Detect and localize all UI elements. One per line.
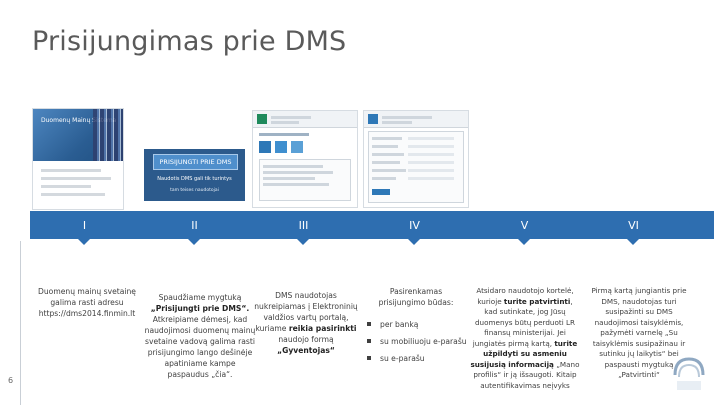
portal-tile[interactable] bbox=[275, 141, 287, 153]
login-method-mobile-signature: su mobiliuoju e-parašu bbox=[366, 333, 467, 350]
step-3: III bbox=[303, 211, 304, 239]
portal-header bbox=[253, 111, 357, 128]
step-3-description: DMS naudotojas nukreipiamas į Elektronin… bbox=[250, 290, 362, 356]
step-2-rest: Atkreipiame dėmesį, kad naudojimosi duom… bbox=[145, 315, 256, 379]
login-methods-list: per banką su mobiliuoju e-parašu su e-pa… bbox=[366, 316, 467, 367]
step-2-bold: „Prisijungti prie DMS“. bbox=[151, 304, 250, 313]
login-note-line2: tam teises naudotojai bbox=[144, 188, 245, 193]
step-1-label: I bbox=[83, 219, 86, 232]
step-3-pointer bbox=[297, 239, 309, 245]
step-6: VI bbox=[633, 211, 634, 239]
cpva-logo-icon bbox=[671, 355, 707, 395]
step-5: V bbox=[524, 211, 525, 239]
step-1-pointer bbox=[78, 239, 90, 245]
step-1-text2: galima rasti adresu bbox=[28, 297, 146, 308]
step-4: IV bbox=[414, 211, 415, 239]
step-2-label: II bbox=[191, 219, 198, 232]
login-note-line1: Naudotis DMS gali tik turintys bbox=[144, 176, 245, 182]
portal-tile[interactable] bbox=[291, 141, 303, 153]
portal-logo bbox=[257, 114, 267, 124]
step-3-label: III bbox=[299, 219, 309, 232]
portal-tile[interactable] bbox=[259, 141, 271, 153]
dms-url-link[interactable]: https://dms2014.finmin.lt bbox=[28, 308, 146, 319]
page-number: 6 bbox=[8, 376, 13, 385]
step-3-text2: naudojo formą bbox=[278, 335, 333, 344]
step-4-description: Pasirenkamas prisijungimo būdas: bbox=[366, 286, 466, 308]
step-4-label: IV bbox=[409, 219, 420, 232]
steps-timeline: I II III IV V VI bbox=[30, 211, 714, 239]
step-2: II bbox=[194, 211, 195, 239]
step-5-label: V bbox=[521, 219, 529, 232]
step-1-description: Duomenų mainų svetainę galima rasti adre… bbox=[28, 286, 146, 319]
login-method-bank: per banką bbox=[366, 316, 467, 333]
screenshot-user-card bbox=[363, 110, 469, 208]
step-6-pointer bbox=[627, 239, 639, 245]
screenshot-dms-website: Duomenų Mainų Sistema bbox=[32, 108, 124, 210]
slide-title: Prisijungimas prie DMS bbox=[32, 26, 346, 57]
step-4-pointer bbox=[408, 239, 420, 245]
step-3-bold: reikia pasirinkti bbox=[289, 324, 357, 333]
left-divider bbox=[20, 241, 21, 405]
screenshot-evv-portal bbox=[252, 110, 358, 208]
step-2-lead: Spaudžiame mygtuką bbox=[159, 293, 242, 302]
login-dms-button[interactable]: PRISIJUNGTI PRIE DMS bbox=[153, 154, 238, 170]
card-logo bbox=[368, 114, 378, 124]
step-5-pointer bbox=[518, 239, 530, 245]
step-2-description: Spaudžiame mygtuką „Prisijungti prie DMS… bbox=[144, 292, 256, 380]
step-5-bold: turite patvirtinti bbox=[504, 297, 570, 306]
save-button[interactable] bbox=[372, 189, 390, 195]
step-3-bold2: „Gyventojas“ bbox=[277, 346, 335, 355]
step-6-label: VI bbox=[628, 219, 639, 232]
login-method-e-signature: su e-parašu bbox=[366, 350, 467, 367]
step-1-text: Duomenų mainų svetainę bbox=[28, 286, 146, 297]
card-header bbox=[364, 111, 468, 128]
eu-flags-image bbox=[93, 109, 123, 161]
step-4-text: Pasirenkamas prisijungimo būdas: bbox=[366, 286, 466, 308]
step-5-description: Atsidaro naudotojo kortelė, kurioje turi… bbox=[470, 286, 580, 391]
screenshot-login-button: PRISIJUNGTI PRIE DMS Naudotis DMS gali t… bbox=[144, 149, 245, 201]
step-2-pointer bbox=[188, 239, 200, 245]
step-1: I bbox=[84, 211, 85, 239]
